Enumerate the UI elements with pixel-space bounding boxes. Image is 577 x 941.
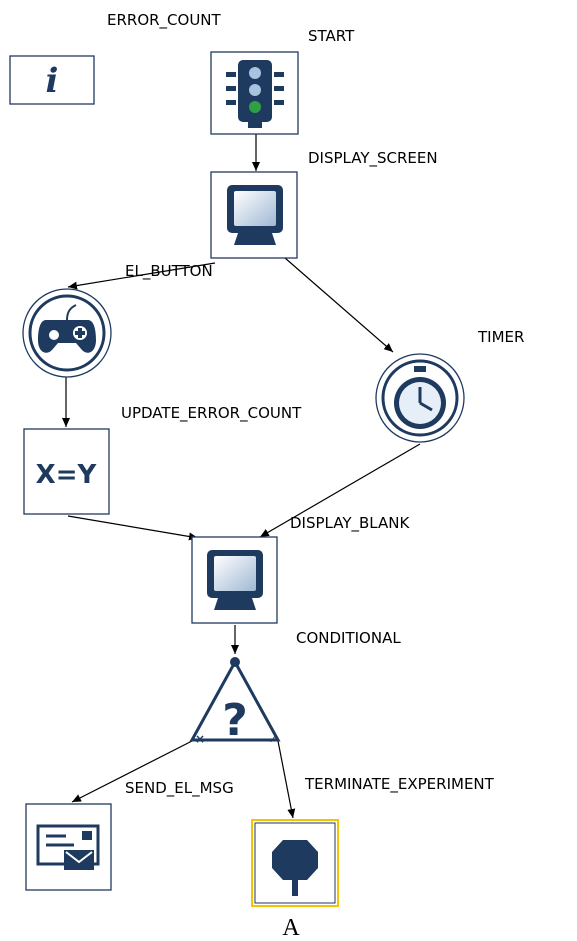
envelope-icon: [36, 824, 100, 870]
node-update-error-count[interactable]: X=Y UPDATE_ERROR_COUNT: [23, 404, 302, 515]
question-triangle-icon: ? × ✓: [189, 657, 281, 746]
edge-conditional-to-send-el-msg: [71, 740, 193, 803]
false-mark-icon: ×: [195, 732, 205, 746]
node-error-count[interactable]: i ERROR_COUNT: [9, 11, 222, 105]
edge-display-screen-to-el-button: [67, 262, 216, 290]
node-display-screen[interactable]: DISPLAY_SCREEN: [210, 149, 438, 259]
node-label-conditional: CONDITIONAL: [296, 629, 401, 647]
node-label-display-screen: DISPLAY_SCREEN: [308, 149, 438, 168]
info-icon: [9, 55, 95, 105]
traffic-light-icon: [226, 60, 284, 128]
node-label-el-button: EL_BUTTON: [125, 262, 213, 281]
edge-update-error-count-to-display-blank: [67, 515, 199, 541]
node-conditional[interactable]: ? × ✓ CONDITIONAL: [189, 629, 401, 746]
monitor-icon: [227, 185, 283, 245]
node-display-blank[interactable]: DISPLAY_BLANK: [191, 514, 410, 624]
node-timer[interactable]: TIMER: [375, 328, 524, 443]
node-start[interactable]: START: [210, 27, 355, 135]
question-glyph: ?: [222, 695, 248, 746]
node-send-el-msg[interactable]: SEND_EL_MSG: [25, 779, 234, 891]
gamepad-icon: [38, 304, 96, 353]
assignment-icon: X=Y: [36, 460, 98, 490]
stopwatch-icon: [394, 366, 446, 429]
true-mark-icon: ✓: [268, 732, 278, 746]
edge-conditional-to-terminate-experiment: [277, 740, 296, 819]
node-el-button[interactable]: EL_BUTTON: [22, 262, 213, 378]
node-label-error-count: ERROR_COUNT: [107, 11, 222, 30]
monitor-icon: [207, 550, 263, 610]
edge-display-screen-to-timer: [284, 257, 394, 353]
info-glyph: i: [46, 61, 59, 101]
edges: [62, 134, 421, 819]
node-terminate-experiment[interactable]: TERMINATE_EXPERIMENT: [251, 775, 495, 907]
figure-caption: A: [282, 915, 300, 941]
node-label-start: START: [308, 27, 355, 45]
node-label-update-error-count: UPDATE_ERROR_COUNT: [121, 404, 302, 423]
node-label-timer: TIMER: [477, 328, 524, 346]
node-label-send-el-msg: SEND_EL_MSG: [125, 779, 234, 798]
node-label-display-blank: DISPLAY_BLANK: [290, 514, 410, 533]
node-label-terminate-experiment: TERMINATE_EXPERIMENT: [304, 775, 495, 794]
edge-timer-to-display-blank: [259, 443, 421, 538]
stop-sign-icon: [272, 840, 318, 896]
